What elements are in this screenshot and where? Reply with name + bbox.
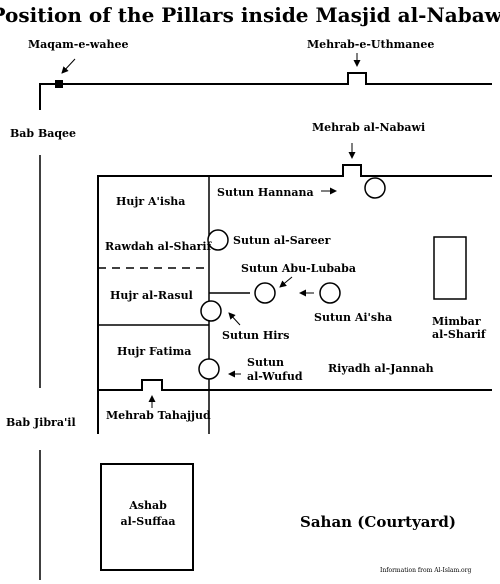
arrow-abu-lubaba (279, 276, 293, 288)
maqam-e-wahee-marker (55, 80, 63, 88)
label-sutun-hannana: Sutun Hannana (217, 186, 314, 199)
north-wall-outer (39, 72, 492, 110)
pillar-abu-lubaba (254, 282, 276, 304)
label-mehrab-al-nabawi: Mehrab al-Nabawi (312, 121, 425, 134)
credit-text: Information from Al-Islam.org (380, 567, 472, 574)
diagram-title: Position of the Pillars inside Masjid al… (0, 3, 500, 27)
label-sutun-al-wufud-line2: al-Wufud (247, 370, 303, 383)
minbar (433, 236, 467, 300)
label-sahan: Sahan (Courtyard) (300, 513, 456, 531)
label-ashab-al-suffaa-line2: al-Suffaa (120, 515, 175, 528)
label-minbar-line2: al-Sharif (432, 328, 487, 341)
ashab-al-suffaa-platform (100, 463, 194, 571)
pillar-aisha (319, 282, 341, 304)
label-riyadh-al-jannah: Riyadh al-Jannah (328, 362, 434, 375)
label-maqam-e-wahee: Maqam-e-wahee (28, 38, 128, 51)
pillar-hirs (200, 300, 222, 322)
label-hujr-aisha: Hujr A'isha (116, 195, 185, 208)
label-bab-jibrail: Bab Jibra'il (6, 416, 76, 429)
label-mehrab-e-uthmanee: Mehrab-e-Uthmanee (307, 38, 434, 51)
label-sutun-al-sareer: Sutun al-Sareer (233, 234, 331, 247)
label-sutun-abu-lubaba: Sutun Abu-Lubaba (241, 262, 356, 275)
label-hujr-fatima: Hujr Fatima (117, 345, 191, 358)
south-line (98, 379, 492, 391)
label-minbar-line1: Mimbar (432, 315, 481, 328)
label-mehrab-tahajjud: Mehrab Tahajjud (106, 409, 211, 422)
pillar-al-sareer (207, 229, 229, 251)
label-sutun-hirs: Sutun Hirs (222, 329, 289, 342)
arrow-maqam (61, 58, 76, 74)
label-sutun-aisha: Sutun Ai'sha (314, 311, 392, 324)
label-rawdah-al-sharif: Rawdah al-Sharif (105, 240, 213, 253)
label-sutun-al-wufud-line1: Sutun (247, 356, 284, 369)
pillar-hannana (364, 177, 386, 199)
label-hujr-al-rasul: Hujr al-Rasul (110, 289, 193, 302)
label-ashab-al-suffaa-line1: Ashab (128, 499, 167, 512)
pillar-al-wufud (198, 358, 220, 380)
north-wall-inner (97, 164, 492, 434)
arrow-hirs (228, 312, 241, 326)
label-bab-baqee: Bab Baqee (10, 127, 76, 140)
